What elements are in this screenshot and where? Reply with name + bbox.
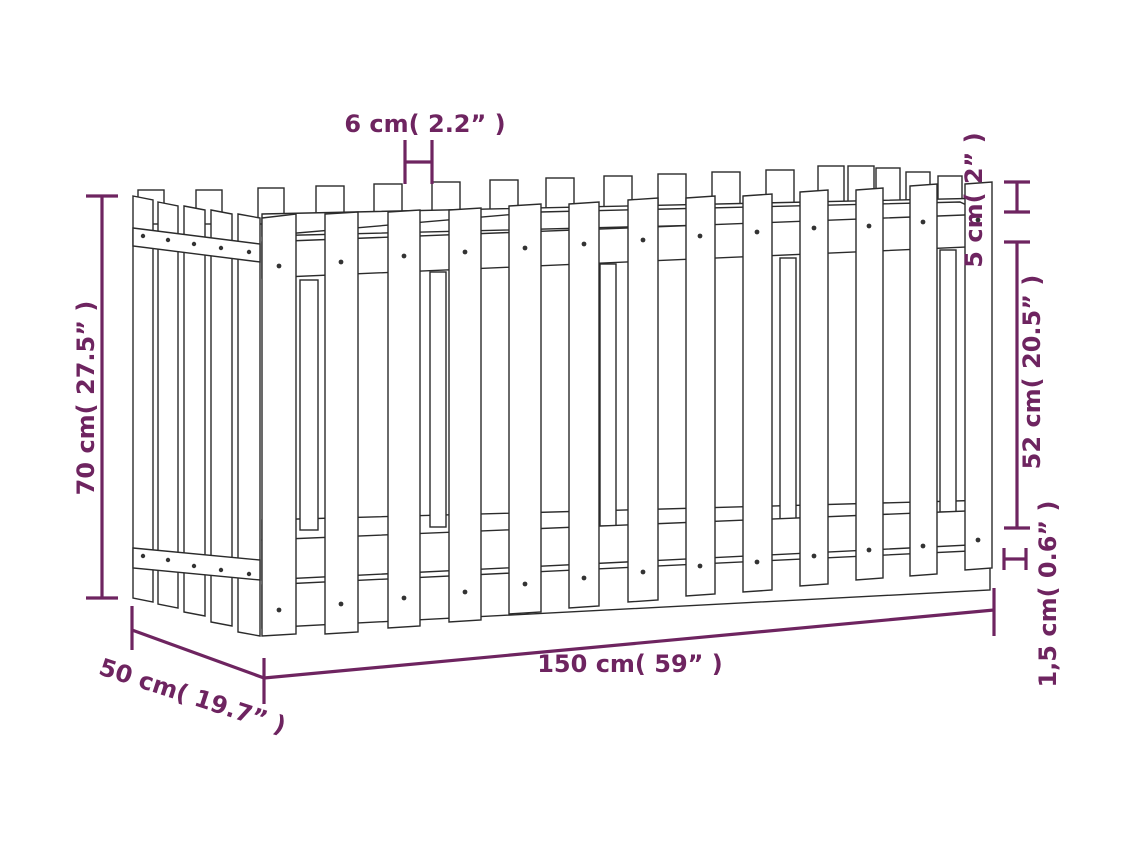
label-depth: 50 cm( 19.7” ) [96,653,290,740]
label-middle-height: 52 cm( 20.5” ) [1018,275,1046,470]
dim-line-top-gap [1004,180,1030,214]
front-pickets [261,181,993,637]
label-top-gap: 5 cm( 2” ) [960,132,988,267]
label-bottom-gap: 1,5 cm( 0.6” ) [1034,500,1062,687]
label-picket-width: 6 cm( 2.2” ) [344,110,505,138]
side-rails [132,227,261,581]
dim-line-depth [130,606,266,704]
inner-posts [299,249,957,531]
screws [140,217,981,613]
planter-drawing [132,165,993,637]
side-pickets [132,195,261,637]
dim-line-bottom-gap [1002,548,1028,570]
label-length: 150 cm( 59” ) [537,650,723,678]
dim-line-total-height [86,194,118,600]
dimension-lines [86,140,1030,704]
label-total-height: 70 cm( 27.5” ) [72,301,100,496]
dim-line-length [263,588,996,680]
dim-line-middle-height [1004,240,1030,530]
dim-line-picket-width [403,140,434,184]
